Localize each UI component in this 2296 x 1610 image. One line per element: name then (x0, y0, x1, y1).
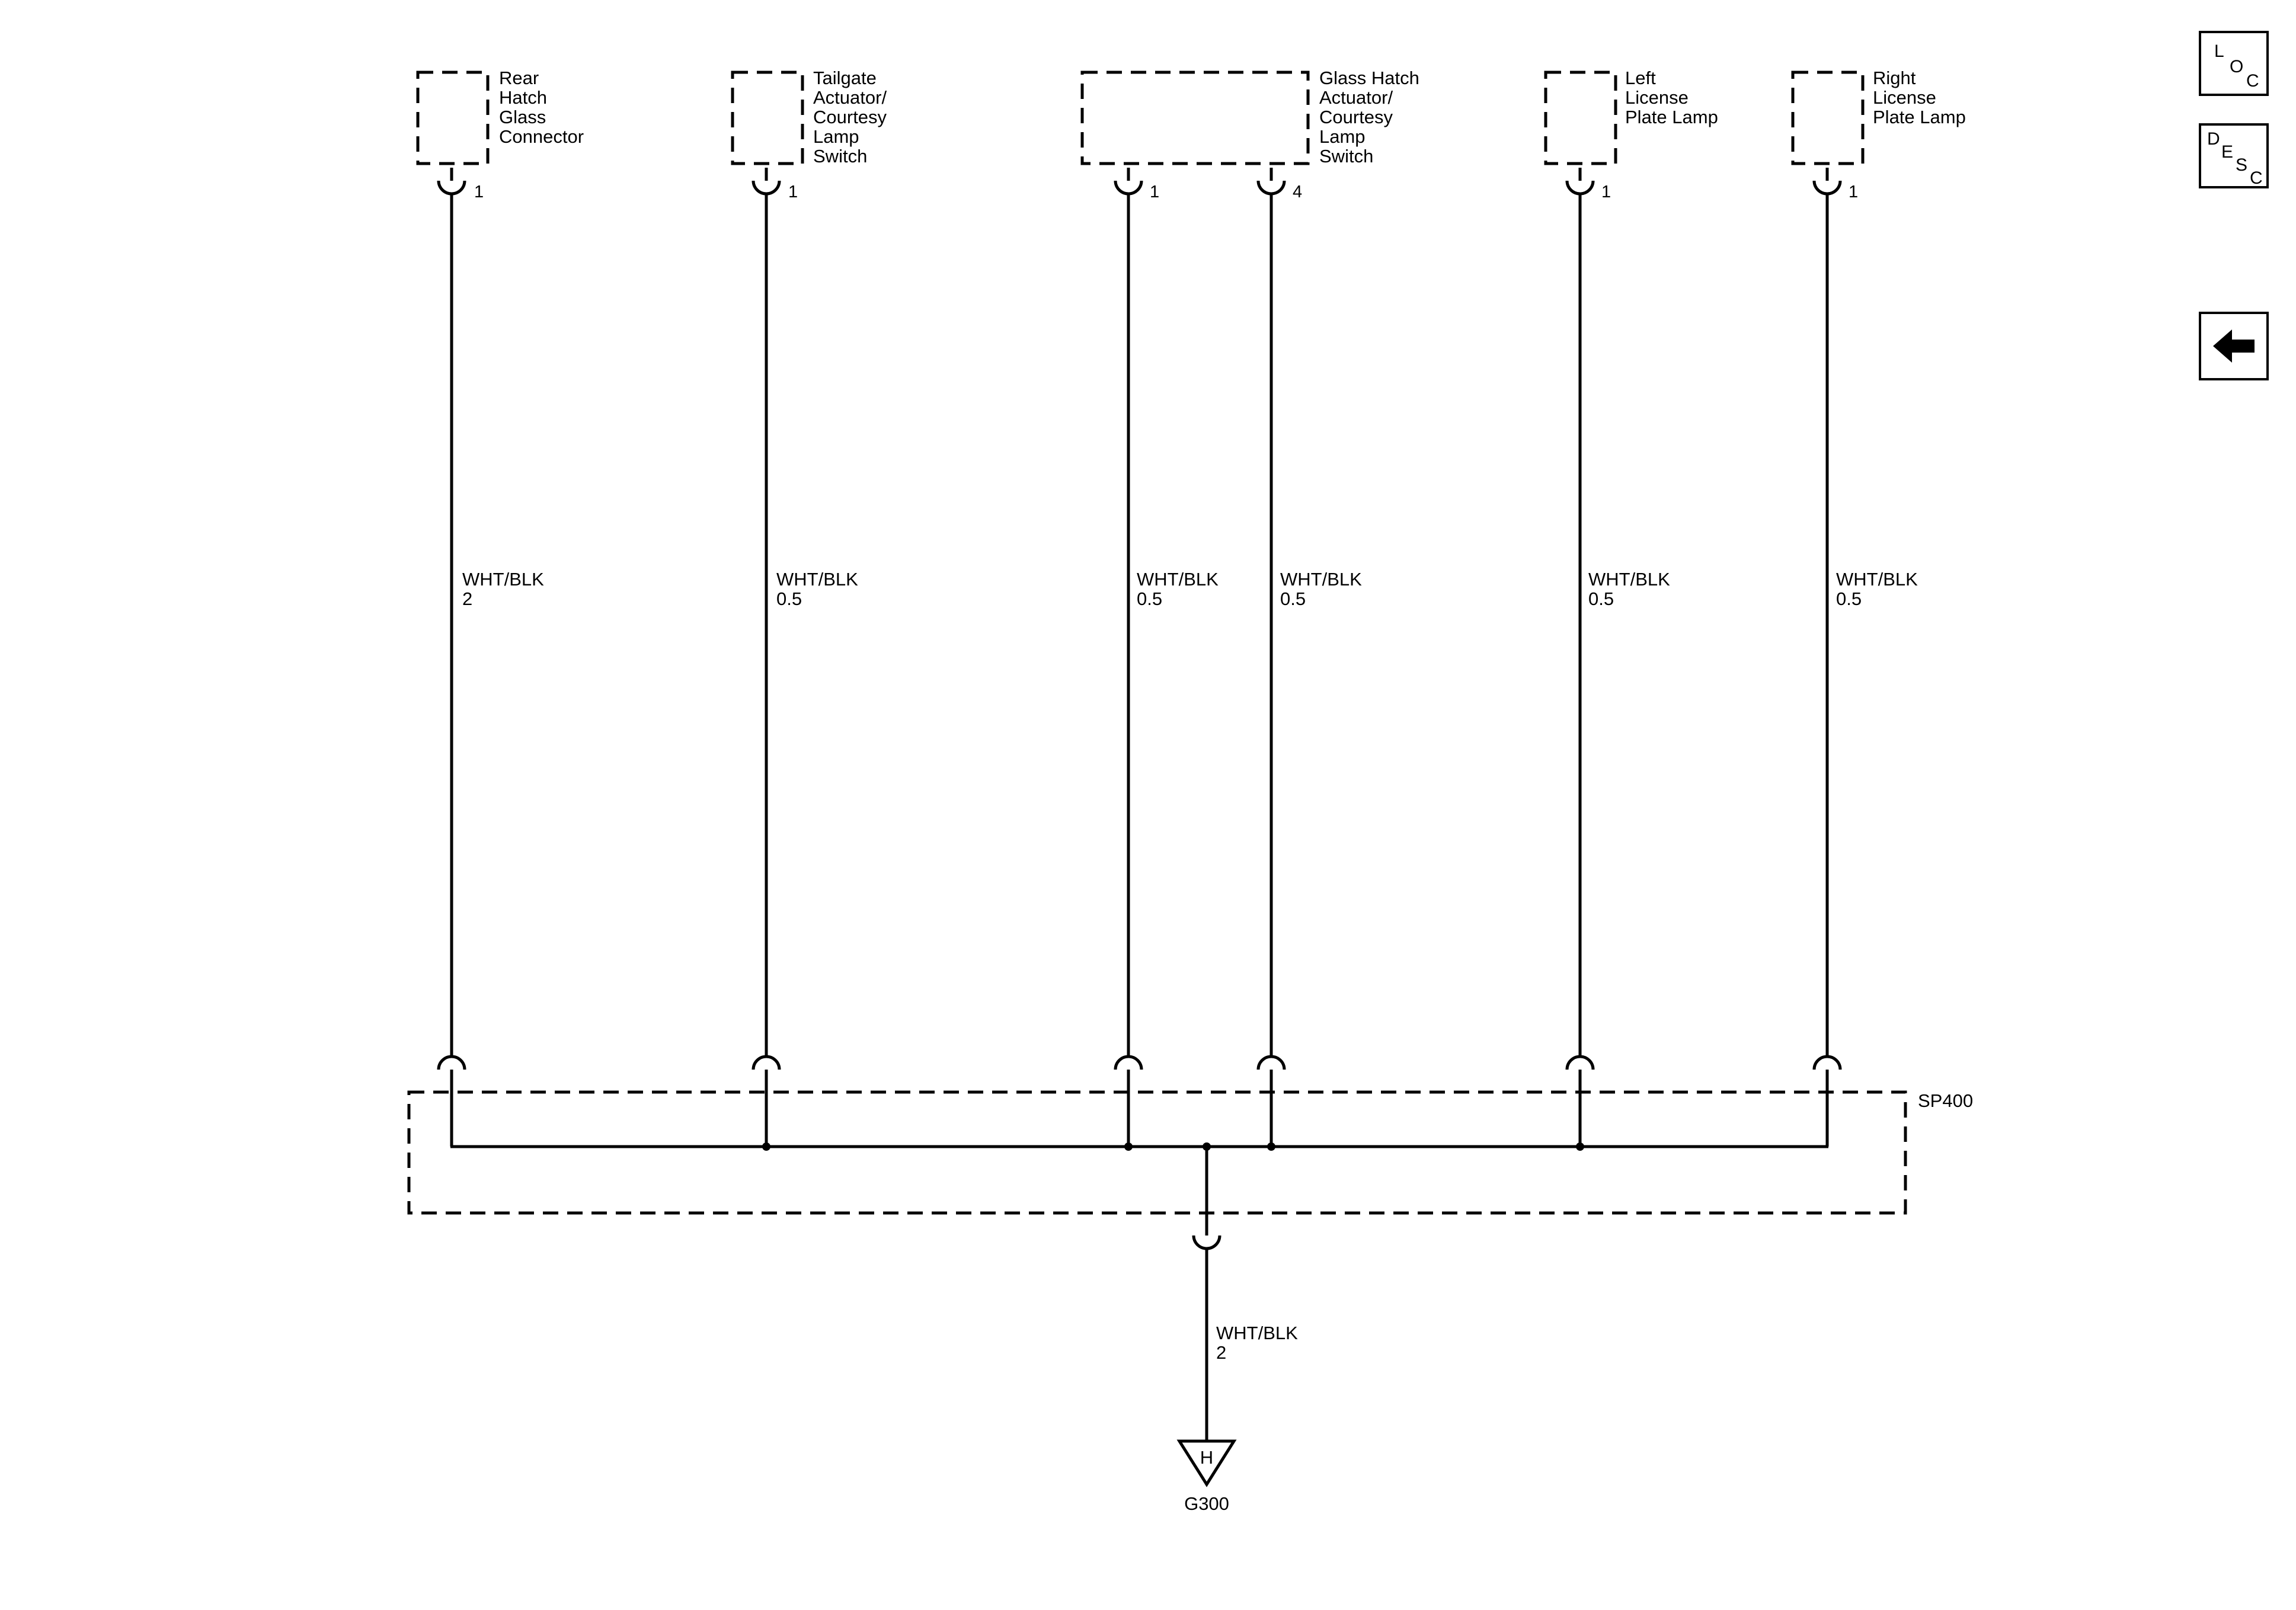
label-line: Plate Lamp (1873, 107, 1966, 127)
right-license-plate-lamp-label: Right License Plate Lamp (1873, 68, 1966, 127)
pin-number: 1 (1601, 183, 1611, 201)
pin-number: 1 (1849, 183, 1858, 201)
wire-gauge: 0.5 (1137, 588, 1162, 609)
splice-terminal (1114, 1055, 1143, 1093)
wire-color: WHT/BLK (1280, 569, 1362, 590)
top-terminal (1114, 168, 1143, 196)
label-line: Glass (499, 107, 546, 127)
splice-terminal (437, 1055, 466, 1093)
pin-number: 1 (474, 183, 484, 201)
label-line: Courtesy (813, 107, 887, 127)
splice-label: SP400 (1918, 1090, 1973, 1111)
wire-label: WHT/BLK 0.5 (1280, 569, 1367, 609)
splice-terminal (752, 1055, 781, 1093)
top-terminal (752, 168, 781, 196)
wire-label: WHT/BLK 0.5 (1588, 569, 1675, 609)
top-terminal (437, 168, 466, 196)
label-line: Connector (499, 126, 584, 147)
tailgate-switch-label: Tailgate Actuator/ Courtesy Lamp Switch (813, 68, 892, 167)
desc-letter: C (2250, 168, 2263, 188)
label-line: Lamp (813, 126, 859, 147)
ground-label: G300 (1184, 1493, 1229, 1514)
label-line: Right (1873, 68, 1916, 88)
label-line: License (1873, 87, 1936, 108)
splice-sp400-box (407, 1090, 1907, 1215)
loc-button[interactable]: L O C (2199, 31, 2269, 96)
label-line: Switch (1319, 146, 1373, 167)
wire-label: WHT/BLK 0.5 (1836, 569, 1923, 609)
pin-number: 1 (788, 183, 798, 201)
splice-terminal (1812, 1055, 1842, 1093)
rear-hatch-glass-connector-box (416, 71, 490, 165)
pin-number: 4 (1293, 183, 1302, 201)
glass-hatch-switch-label: Glass Hatch Actuator/ Courtesy Lamp Swit… (1319, 68, 1424, 167)
wire-gauge: 0.5 (1588, 588, 1614, 609)
wire-gauge: 2 (462, 588, 472, 609)
splice-terminal (1565, 1055, 1595, 1093)
loc-letter: O (2230, 57, 2244, 76)
splice-terminal (1256, 1055, 1286, 1093)
wire-color: WHT/BLK (462, 569, 544, 590)
top-terminal (1256, 168, 1286, 196)
label-line: Hatch (499, 87, 547, 108)
wire-label: WHT/BLK 2 (1216, 1323, 1303, 1363)
wire-color: WHT/BLK (776, 569, 858, 590)
pin-number: 1 (1150, 183, 1159, 201)
label-line: Actuator/ (1319, 87, 1393, 108)
ground-symbol-letter: H (1200, 1447, 1213, 1468)
label-line: Glass Hatch (1319, 68, 1419, 88)
ground-terminal (1192, 1215, 1221, 1250)
back-button[interactable] (2199, 312, 2269, 380)
label-line: Switch (813, 146, 867, 167)
splice-junction-dot (1267, 1142, 1275, 1151)
wire-gauge: 0.5 (1280, 588, 1306, 609)
desc-letter: S (2236, 155, 2248, 175)
splice-junction-dot (1576, 1142, 1584, 1151)
label-line: Lamp (1319, 126, 1366, 147)
wire-label: WHT/BLK 0.5 (1137, 569, 1223, 609)
tailgate-switch-box (731, 71, 804, 165)
loc-letter: L (2214, 41, 2224, 61)
splice-junction-dot (1124, 1142, 1133, 1151)
wire-gauge: 0.5 (1836, 588, 1862, 609)
left-license-plate-lamp-box (1544, 71, 1617, 165)
wire-color: WHT/BLK (1137, 569, 1219, 590)
wire-gauge: 0.5 (776, 588, 802, 609)
wire-label: WHT/BLK 0.5 (776, 569, 863, 609)
label-line: Courtesy (1319, 107, 1393, 127)
glass-hatch-switch-box (1080, 71, 1310, 165)
top-terminal (1565, 168, 1595, 196)
desc-button[interactable]: D E S C (2199, 123, 2269, 188)
desc-letter: D (2207, 129, 2220, 149)
wire-color: WHT/BLK (1216, 1323, 1298, 1343)
label-line: Actuator/ (813, 87, 887, 108)
ground-symbol-icon (1176, 1439, 1237, 1487)
label-line: Rear (499, 68, 539, 88)
left-license-plate-lamp-label: Left License Plate Lamp (1625, 68, 1718, 127)
label-line: License (1625, 87, 1689, 108)
desc-letter: E (2221, 142, 2234, 162)
left-arrow-icon (2213, 329, 2255, 363)
rear-hatch-glass-connector-label: Rear Hatch Glass Connector (499, 68, 584, 147)
label-line: Tailgate (813, 68, 877, 88)
label-line: Plate Lamp (1625, 107, 1718, 127)
wire-gauge: 2 (1216, 1342, 1226, 1363)
label-line: Left (1625, 68, 1656, 88)
wire-color: WHT/BLK (1836, 569, 1918, 590)
top-terminal (1812, 168, 1842, 196)
loc-letter: C (2246, 71, 2259, 91)
wire-label: WHT/BLK 2 (462, 569, 549, 609)
right-license-plate-lamp-box (1791, 71, 1865, 165)
splice-junction-dot (762, 1142, 770, 1151)
wire-color: WHT/BLK (1588, 569, 1670, 590)
